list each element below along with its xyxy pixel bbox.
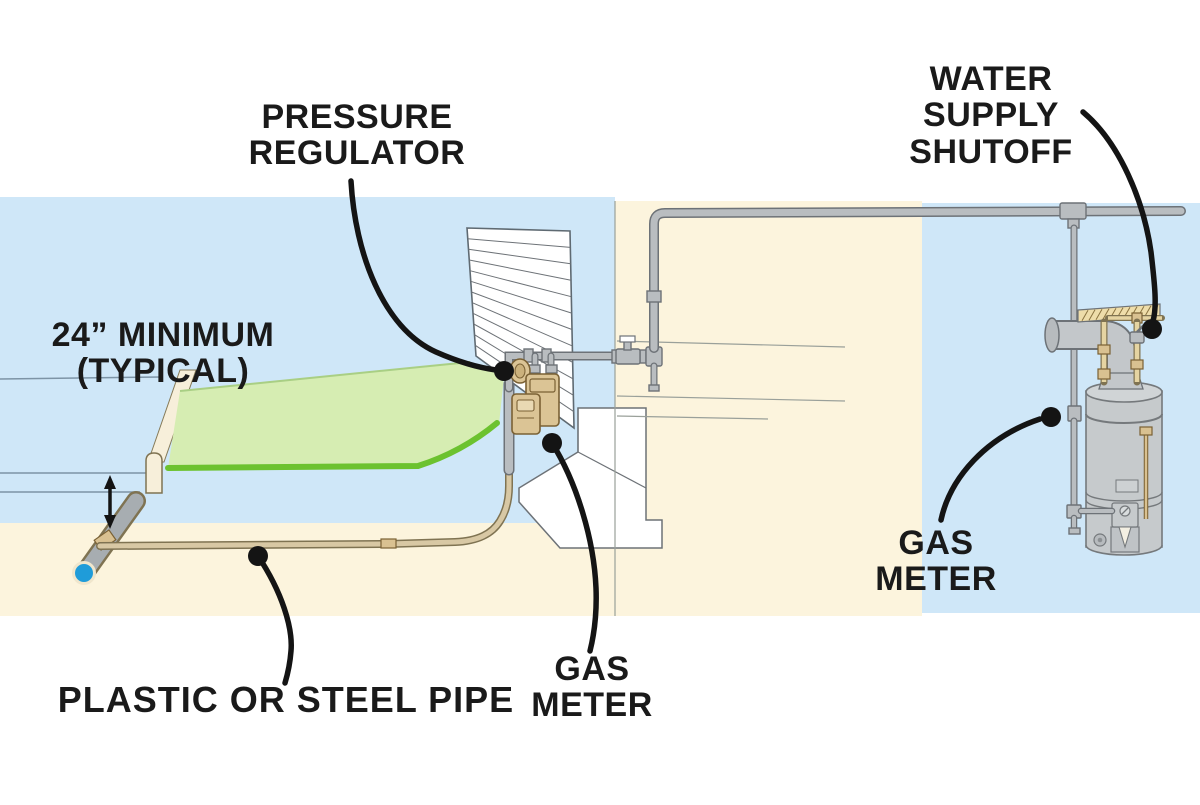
burial-depth-label: 24” MINIMUM (TYPICAL) [3, 317, 323, 390]
curb-post [145, 452, 163, 494]
relief-valve [1139, 426, 1153, 436]
grass-near-edge [165, 420, 500, 471]
water-shutoff-valve [1129, 331, 1145, 344]
water-supply-shutoff-label: WATER SUPPLY SHUTOFF [831, 60, 1151, 171]
plastic-or-steel-pipe-label-line1: PLASTIC OR STEEL PIPE [57, 679, 515, 720]
burial-depth-label-line2: (TYPICAL) [76, 352, 250, 391]
pipe-nut [1130, 359, 1144, 370]
pipe-coupling [380, 538, 397, 549]
callout-line-pressure-regulator [348, 178, 499, 373]
house-interior-background [615, 201, 922, 616]
grass-far-edge [179, 361, 471, 392]
pipe-nut [1097, 368, 1111, 380]
gas-meter-water-heater-label: GAS METER [776, 525, 1096, 598]
plastic-or-steel-pipe-label: PLASTIC OR STEEL PIPE [26, 679, 546, 720]
service-pipe [96, 464, 513, 550]
flue-pipe [1044, 317, 1144, 390]
interior-gas-run [646, 202, 1186, 353]
pressure-regulator-label: PRESSURE REGULATOR [197, 99, 517, 172]
interior-lines [614, 201, 846, 616]
callout-dot-water-supply-shutoff [1142, 319, 1162, 339]
relief-tube [1139, 426, 1153, 519]
water-supply-shutoff-label-line2: SUPPLY [923, 96, 1059, 135]
grass [165, 361, 504, 471]
arrowhead-down [104, 515, 116, 529]
gas-meter-house-label-line2: METER [531, 686, 653, 725]
ground-lines [0, 376, 163, 493]
meter-nut [545, 364, 558, 374]
grass-surface [168, 362, 504, 468]
arrowhead-up [104, 475, 116, 489]
house-gas-valve [611, 335, 663, 392]
valve-handle [619, 335, 636, 343]
pilot-window [1118, 526, 1132, 549]
callouts [248, 109, 1162, 686]
water-heater-tank [1085, 381, 1163, 556]
flue-flange [1044, 317, 1060, 353]
callout-dot-gas-meter-house [542, 433, 562, 453]
burial-depth-label-line1: 24” MINIMUM [51, 316, 275, 354]
callout-dot-plastic-pipe [248, 546, 268, 566]
pipe-union [646, 290, 662, 303]
tee-fitting [1059, 202, 1087, 220]
water-supply-shutoff-label-line1: WATER [929, 60, 1053, 98]
callout-line-gas-meter-heater [938, 416, 1043, 523]
callout-line-gas-meter-house [549, 440, 599, 654]
gas-meter-water-heater-label-line1: GAS [898, 524, 974, 562]
gas-meter-water-heater-label-line2: METER [875, 560, 997, 599]
tank-label-plate [1115, 479, 1139, 493]
pressure-regulator-label-line2: REGULATOR [248, 134, 466, 173]
callout-line-plastic-pipe [255, 553, 294, 686]
foundation [518, 407, 663, 549]
heater-gas-drop-lower [1066, 405, 1116, 535]
drip-leg-cap [1068, 527, 1081, 535]
gas-meter-house-label-line1: GAS [554, 650, 630, 688]
drip-leg-cap [648, 384, 660, 392]
callout-dot-pressure-regulator [494, 361, 514, 381]
callout-line-water-supply-shutoff [1080, 109, 1158, 324]
pipe-nut [1097, 344, 1111, 355]
pressure-regulator-label-line1: PRESSURE [261, 98, 453, 136]
water-supply-shutoff-label-line3: SHUTOFF [909, 132, 1073, 171]
callout-dot-gas-meter-heater [1041, 407, 1061, 427]
gas-meter-house-label: GAS METER [432, 651, 752, 724]
gas-meter-device [511, 373, 560, 435]
pipe-end-cap [72, 561, 96, 585]
depth-arrow [104, 475, 116, 529]
drain-valve-spout [1097, 537, 1103, 543]
